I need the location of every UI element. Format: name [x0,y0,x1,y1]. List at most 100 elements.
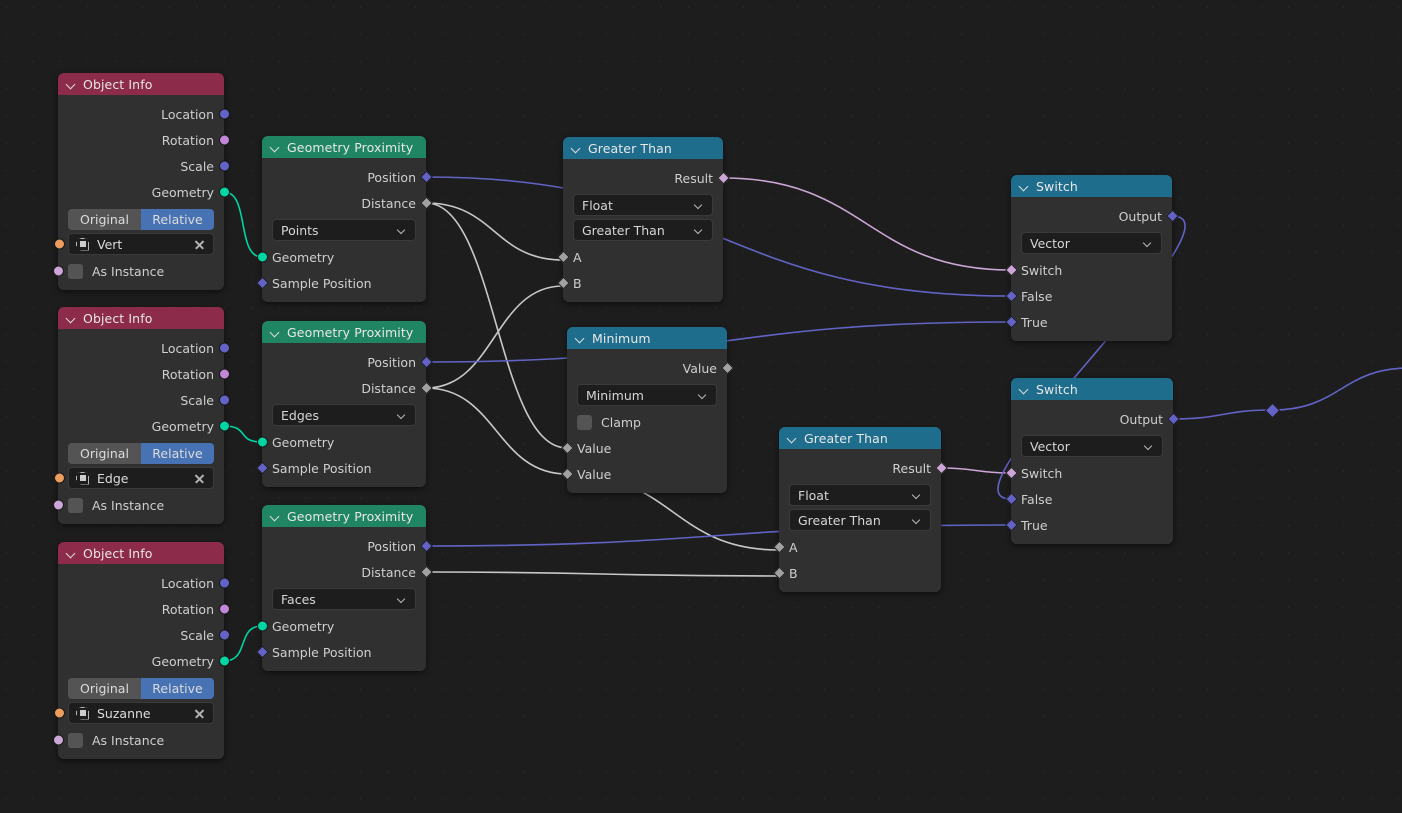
socket-geometry[interactable] [256,251,268,263]
toggle-relative[interactable]: Relative [141,443,214,464]
chevron-down-icon[interactable] [66,313,77,324]
chevron-down-icon[interactable] [575,333,586,344]
socket-float[interactable] [419,196,433,210]
close-icon[interactable] [193,472,206,485]
checkbox-row-as-instance[interactable]: As Instance [52,492,224,518]
socket-rotation[interactable] [218,603,230,615]
socket-geometry[interactable] [218,655,230,667]
dropdown-minimum[interactable]: Minimum [577,384,717,406]
dropdown-points[interactable]: Points [272,219,416,241]
socket-vector[interactable] [255,645,269,659]
chevron-down-icon[interactable] [270,142,281,153]
socket-float[interactable] [560,467,574,481]
socket-vector[interactable] [218,577,230,589]
node-header[interactable]: Greater Than [779,427,941,449]
socket-vector[interactable] [1165,209,1179,223]
socket-vector[interactable] [419,539,433,553]
socket-geometry[interactable] [256,620,268,632]
dropdown-edges[interactable]: Edges [272,404,416,426]
chevron-down-icon[interactable] [270,327,281,338]
reroute-node[interactable] [1264,402,1280,418]
socket-vector[interactable] [1166,412,1180,426]
dropdown-float[interactable]: Float [573,194,713,216]
socket-geometry[interactable] [256,436,268,448]
socket-vector[interactable] [218,108,230,120]
checkbox-row-as-instance[interactable]: As Instance [52,727,224,753]
socket-vector[interactable] [419,170,433,184]
toggle-relative[interactable]: Relative [141,678,214,699]
checkbox-toggle[interactable] [577,414,592,430]
node-header[interactable]: Geometry Proximity [262,505,426,527]
socket-geometry[interactable] [218,420,230,432]
object-selector-field[interactable]: Vert [54,233,214,255]
toggle-original[interactable]: Original [68,209,141,230]
chevron-down-icon[interactable] [1019,384,1030,395]
node-header[interactable]: Object Info [58,542,224,564]
object-selector-field[interactable]: Suzanne [54,702,214,724]
socket-vector[interactable] [218,394,230,406]
dropdown-faces[interactable]: Faces [272,588,416,610]
socket-object[interactable] [54,707,65,719]
dropdown-vector[interactable]: Vector [1021,232,1162,254]
socket-vector[interactable] [218,160,230,172]
socket-float[interactable] [556,250,570,264]
close-icon[interactable] [193,238,206,251]
socket-float[interactable] [419,565,433,579]
node-header[interactable]: Switch [1011,378,1173,400]
socket-boolean[interactable] [52,265,64,277]
socket-geometry[interactable] [218,186,230,198]
dropdown-vector[interactable]: Vector [1021,435,1163,457]
chevron-down-icon[interactable] [66,79,77,90]
socket-vector[interactable] [255,276,269,290]
dropdown-float[interactable]: Float [789,484,931,506]
close-icon[interactable] [193,707,206,720]
node-header[interactable]: Object Info [58,307,224,329]
socket-float[interactable] [720,361,734,375]
node-header[interactable]: Greater Than [563,137,723,159]
socket-float[interactable] [419,381,433,395]
socket-vector[interactable] [1004,492,1018,506]
checkbox-toggle[interactable] [68,263,83,279]
socket-vector[interactable] [218,629,230,641]
node-header[interactable]: Geometry Proximity [262,136,426,158]
checkbox-row-as-instance[interactable]: As Instance [52,258,224,284]
object-selector-field[interactable]: Edge [54,467,214,489]
node-header[interactable]: Geometry Proximity [262,321,426,343]
chevron-down-icon[interactable] [270,511,281,522]
checkbox-toggle[interactable] [68,732,83,748]
socket-boolean[interactable] [52,499,64,511]
socket-boolean[interactable] [1004,263,1018,277]
socket-float[interactable] [560,441,574,455]
dropdown-greater-than[interactable]: Greater Than [789,509,931,531]
socket-vector[interactable] [1004,315,1018,329]
toggle-original[interactable]: Original [68,678,141,699]
socket-vector[interactable] [1004,518,1018,532]
socket-vector[interactable] [255,461,269,475]
socket-vector[interactable] [218,342,230,354]
dropdown-greater-than[interactable]: Greater Than [573,219,713,241]
toggle-original[interactable]: Original [68,443,141,464]
socket-object[interactable] [54,472,65,484]
socket-rotation[interactable] [218,134,230,146]
socket-vector[interactable] [1004,289,1018,303]
socket-boolean[interactable] [716,171,730,185]
socket-boolean[interactable] [52,734,64,746]
socket-boolean[interactable] [1004,466,1018,480]
node-header[interactable]: Switch [1011,175,1172,197]
checkbox-row-clamp[interactable]: Clamp [567,409,727,435]
chevron-down-icon[interactable] [787,433,798,444]
